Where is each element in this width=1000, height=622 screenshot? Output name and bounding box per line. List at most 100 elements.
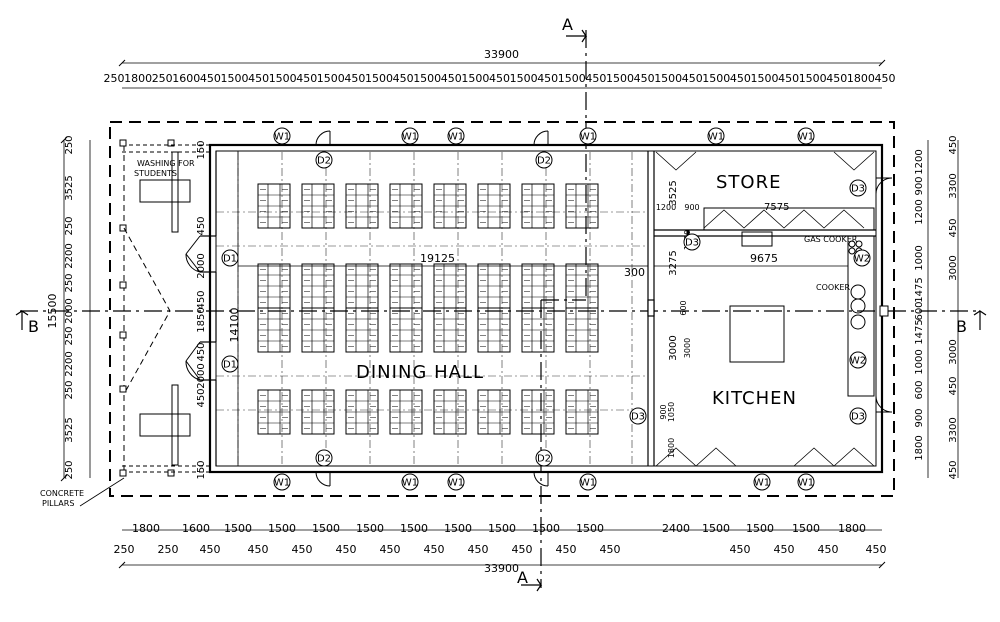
overall-width-bottom: 33900 xyxy=(484,562,519,575)
concrete-label: CONCRETE xyxy=(40,489,84,498)
right-dim-b-0: 450 xyxy=(948,135,959,154)
kitchen-dim-6: 1050 xyxy=(667,402,676,422)
top-dim-11: 1500 xyxy=(365,72,393,85)
top-dim-24: 450 xyxy=(682,72,703,85)
window-w1-bottom-5: W1 xyxy=(797,473,815,491)
hall-kitchen-partition xyxy=(647,151,655,466)
top-dim-26: 450 xyxy=(730,72,751,85)
kitchen-dim-7: 1800 xyxy=(667,438,676,458)
bottom-dim-a-6: 1500 xyxy=(400,522,428,535)
bottom-dim-b-10: 450 xyxy=(556,543,577,556)
dining-table-9 xyxy=(301,263,335,309)
dining-table-1 xyxy=(301,183,335,229)
left-dim-3: 2200 xyxy=(64,243,75,268)
section-a-bottom-label: A xyxy=(517,568,528,587)
dining-table-29 xyxy=(477,389,511,435)
dining-table-18 xyxy=(345,307,379,353)
left-inner-dim-7: 450 xyxy=(196,388,207,407)
svg-text:W2: W2 xyxy=(854,254,870,265)
concrete-pillars-leader xyxy=(79,477,125,507)
dining-table-14 xyxy=(521,263,555,309)
door-d1-tag-0: D1 xyxy=(221,249,239,267)
right-dim-b-6: 3300 xyxy=(948,417,959,442)
store-label: STORE xyxy=(716,172,781,193)
bottom-dim-a-13: 1500 xyxy=(746,522,774,535)
left-dim-4: 250 xyxy=(64,273,75,292)
door-d2-tag-2: D2 xyxy=(315,449,333,467)
door-d1-lower-swing xyxy=(185,341,201,381)
dining-table-30 xyxy=(521,389,555,435)
kitchen-roof-pattern xyxy=(655,447,875,467)
svg-text:W1: W1 xyxy=(402,132,418,143)
left-dim-9: 3525 xyxy=(64,417,75,442)
dining-table-17 xyxy=(301,307,335,353)
left-dim-10: 250 xyxy=(64,460,75,479)
top-dim-14: 450 xyxy=(441,72,462,85)
dining-table-5 xyxy=(477,183,511,229)
bottom-dim-b-1: 250 xyxy=(158,543,179,556)
top-dim-17: 1500 xyxy=(510,72,538,85)
dining-table-13 xyxy=(477,263,511,309)
washing-label-line1: WASHING FOR xyxy=(137,159,195,168)
dining-table-19 xyxy=(389,307,423,353)
washing-label-line2: STUDENTS xyxy=(134,169,177,178)
svg-text:D3: D3 xyxy=(631,412,645,423)
right-dim-a-4: 1475 xyxy=(914,277,925,302)
kitchen-east-vent xyxy=(879,305,889,317)
left-inner-dim-0: 150 xyxy=(196,140,207,159)
bottom-dim-a-0: 1800 xyxy=(132,522,160,535)
dining-table-16 xyxy=(257,307,291,353)
top-dim-29: 1500 xyxy=(799,72,827,85)
kitchen-dim-1: 900 xyxy=(684,203,699,212)
window-w1-top-4: W1 xyxy=(707,127,725,145)
section-a-top-marker: A xyxy=(562,15,588,43)
bottom-dim-b-3: 450 xyxy=(248,543,269,556)
svg-text:W1: W1 xyxy=(708,132,724,143)
dining-table-7 xyxy=(565,183,599,229)
right-dim-b-3: 3000 xyxy=(948,255,959,280)
right-dim-a-6: 1475 xyxy=(914,319,925,344)
pillars-label: PILLARS xyxy=(42,499,74,508)
bottom-dim-a-2: 1500 xyxy=(224,522,252,535)
right-dim-a-0: 1200 xyxy=(914,149,925,174)
hall-length: 19125 xyxy=(420,252,455,265)
store-counter xyxy=(703,207,875,397)
right-dim-a-1: 900 xyxy=(914,176,925,195)
window-w1-bottom-0: W1 xyxy=(273,473,291,491)
hall-west-wall xyxy=(200,145,217,472)
left-dim-1: 3525 xyxy=(64,175,75,200)
svg-text:W1: W1 xyxy=(274,478,290,489)
bottom-dim-a-15: 1800 xyxy=(838,522,866,535)
hall-height: 14100 xyxy=(228,308,241,343)
gas-cooker-label: GAS COOKER xyxy=(804,235,858,244)
top-dim-13: 1500 xyxy=(413,72,441,85)
bottom-dim-a-8: 1500 xyxy=(488,522,516,535)
svg-text:D2: D2 xyxy=(317,454,331,465)
dimension-lines xyxy=(60,59,959,569)
dining-table-20 xyxy=(433,307,467,353)
dining-table-6 xyxy=(521,183,555,229)
washing-area-walls xyxy=(122,144,210,473)
window-w1-bottom-2: W1 xyxy=(447,473,465,491)
right-dim-a-5: 600 xyxy=(914,301,925,320)
window-w1-bottom-4: W1 xyxy=(753,473,771,491)
svg-text:D2: D2 xyxy=(537,454,551,465)
top-dim-10: 450 xyxy=(344,72,365,85)
bottom-dim-a-9: 1500 xyxy=(532,522,560,535)
dining-table-24 xyxy=(257,389,291,435)
left-dim-2: 250 xyxy=(64,216,75,235)
door-d2-tag-3: D2 xyxy=(535,449,553,467)
top-dim-1: 1800 xyxy=(124,72,152,85)
store-roof-pattern xyxy=(655,151,875,229)
svg-text:W1: W1 xyxy=(274,132,290,143)
overall-height: 15500 xyxy=(46,294,59,329)
right-dim-b-5: 450 xyxy=(948,376,959,395)
top-dim-25: 1500 xyxy=(702,72,730,85)
kitchen-length: 9675 xyxy=(750,252,778,265)
top-dim-8: 450 xyxy=(296,72,317,85)
left-dim-0: 250 xyxy=(64,135,75,154)
top-dim-9: 1500 xyxy=(317,72,345,85)
svg-text:W1: W1 xyxy=(402,478,418,489)
